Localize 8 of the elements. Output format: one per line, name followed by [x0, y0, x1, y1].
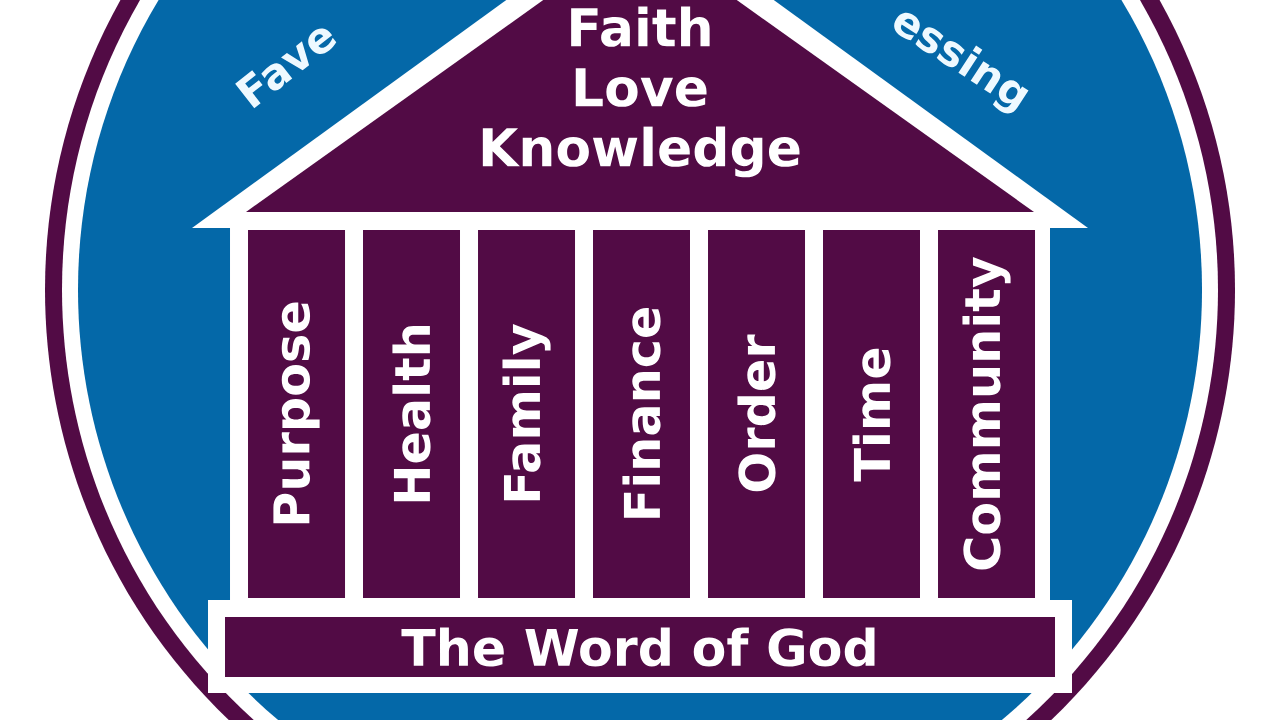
temple-pillar: Health: [363, 230, 460, 598]
temple-pillar: Purpose: [248, 230, 345, 598]
temple-pillar: Finance: [593, 230, 690, 598]
temple-base: The Word of God: [208, 600, 1072, 693]
temple-pillar: Community: [938, 230, 1035, 598]
temple-pillar: Time: [823, 230, 920, 598]
temple-pillar: Family: [478, 230, 575, 598]
temple-pillar: Order: [708, 230, 805, 598]
